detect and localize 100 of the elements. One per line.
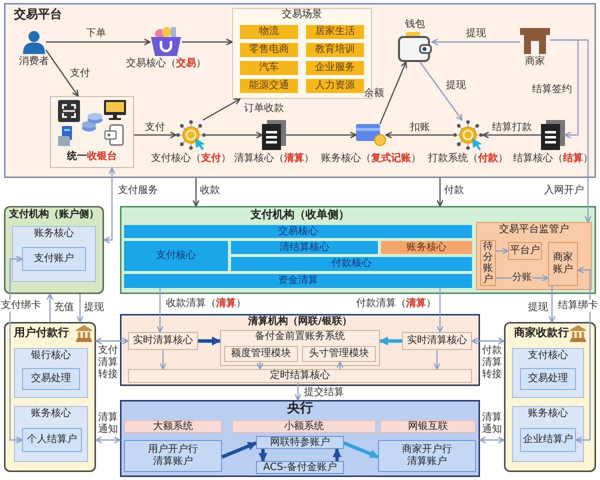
edge-label: 支付清算转接	[98, 345, 118, 381]
account-box: 企业结算户	[520, 428, 576, 452]
scenario-tag: 居家生活	[306, 25, 364, 39]
arrow	[482, 132, 541, 138]
module-bar: 账务核心	[381, 241, 472, 254]
panel-title: 账务核心	[31, 408, 71, 420]
arrow	[256, 362, 264, 370]
edge-label: 收款清算（清算）	[166, 298, 246, 310]
arrow	[496, 248, 509, 254]
edge-label: 结算打款	[492, 122, 532, 134]
edge-label: 清算通知	[482, 412, 502, 436]
panel-title: 支付机构（收单侧）	[250, 208, 350, 221]
account-box: 网联特参账户	[256, 436, 344, 449]
arrow	[379, 61, 408, 124]
account-box: 交易处理	[520, 368, 576, 390]
arrow	[379, 336, 402, 346]
arrow	[436, 288, 444, 333]
institution-panel	[4, 206, 104, 294]
arrow	[156, 288, 164, 333]
scenario-tag: 零售电商	[240, 43, 298, 57]
arrow	[479, 436, 505, 444]
module-box: 定时结算核心	[128, 369, 472, 383]
arrow	[385, 132, 453, 138]
arrow	[46, 38, 151, 46]
arrow	[76, 294, 84, 323]
edge-label: 支付	[70, 68, 90, 80]
system-panel	[220, 330, 380, 366]
edge-label: 支付服务	[118, 185, 158, 197]
module-bar: 清结算核心	[231, 241, 378, 254]
edge-label: 提现	[446, 80, 466, 92]
arrow	[103, 167, 116, 244]
arrow	[258, 449, 268, 462]
node-label: 钱包	[405, 19, 425, 31]
edge-label: 支付	[145, 122, 165, 134]
edge-label: 付款	[444, 185, 464, 197]
edge-label: 下单	[86, 28, 106, 40]
edge-label: 结算签约	[532, 84, 572, 96]
edge-label: 清算通知	[98, 412, 118, 436]
edge-label: 提交结算	[304, 387, 344, 399]
panel-title: 支付核心	[528, 350, 568, 362]
person-icon	[22, 30, 46, 54]
arrow	[550, 39, 592, 223]
core-panel	[14, 348, 88, 398]
edge-label: 支付绑卡	[1, 300, 41, 312]
arrow	[286, 132, 357, 138]
panel-title: 交易平台监管户	[499, 224, 569, 236]
arrow	[134, 132, 177, 138]
panel-title: 交易平台	[14, 7, 62, 21]
module-bar: 支付核心	[124, 241, 228, 271]
module-box: 实时清算核心	[128, 332, 198, 350]
account-box: 个人结算户	[22, 428, 82, 452]
coin-icon	[176, 120, 206, 150]
arrow	[343, 441, 379, 459]
edge-label: 提现	[528, 302, 548, 314]
node-label: 账务核心（复式记账）	[321, 153, 421, 165]
wallet-icon	[398, 32, 432, 62]
arrow	[206, 132, 263, 138]
account-box: 待分账户	[480, 240, 496, 286]
clearing-panel	[120, 314, 480, 386]
edge-label: 提现	[466, 28, 486, 40]
panel-title: 清算机构（网联/银联）	[248, 316, 352, 328]
account-box: 商家开户行清算账户	[378, 440, 476, 472]
platform-panel	[4, 3, 596, 178]
module-bar: 资金清算	[124, 274, 472, 288]
central-bank-panel	[120, 400, 480, 477]
scenario-tag: 物流	[240, 25, 298, 39]
core-panel	[512, 348, 584, 398]
account-panel	[476, 222, 592, 290]
edge-label: 分账	[512, 272, 532, 284]
coin-icon	[453, 120, 483, 150]
node-label: 交易核心（交易）	[126, 58, 206, 70]
arrow	[202, 98, 241, 121]
edge-label: 余额	[364, 88, 384, 100]
edge-label: 充值	[54, 302, 74, 314]
account-box: ACS-备付金账户	[256, 461, 344, 474]
arrow	[575, 266, 591, 444]
panel-title: 账务核心	[34, 228, 74, 240]
panel-title: 银行核心	[31, 350, 71, 362]
scenario-tag: 汽车	[240, 61, 298, 75]
core-panel	[512, 406, 584, 462]
edge-label: 结算绑卡	[558, 300, 598, 312]
bank-panel	[4, 322, 96, 472]
arrow	[221, 441, 257, 459]
panel-title: 交易场景	[282, 9, 322, 21]
edge-label: 付款清算（清算）	[356, 298, 436, 310]
system-box: 大额系统	[124, 420, 222, 433]
edge-label: 收款	[200, 185, 220, 197]
panel-title: 央行	[287, 401, 313, 416]
account-box: 支付账户	[22, 247, 86, 271]
arrow	[46, 293, 54, 322]
document-icon	[541, 120, 565, 150]
core-panel	[14, 406, 88, 462]
arrow	[332, 448, 342, 461]
bank-panel	[504, 322, 596, 472]
panel-title: 账务核心	[528, 408, 568, 420]
panel-title: 商家收款行	[514, 326, 569, 339]
account-box: 商家账户	[548, 242, 578, 286]
arrow	[198, 336, 221, 346]
arrow	[436, 178, 444, 207]
scenario-tag: 教育培训	[306, 43, 364, 57]
